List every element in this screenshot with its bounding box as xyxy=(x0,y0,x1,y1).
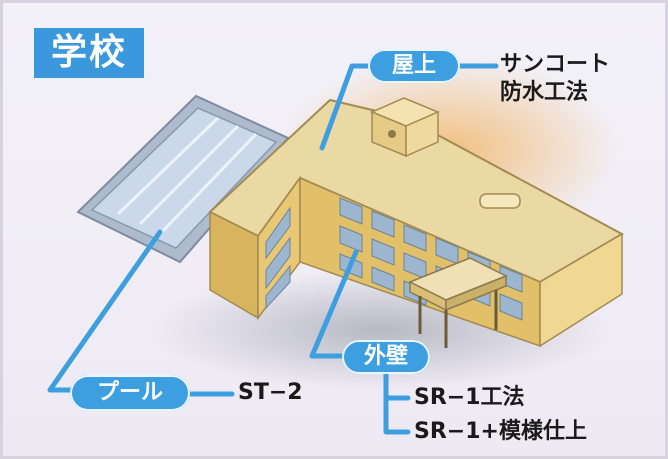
pool-leader-line xyxy=(47,229,163,393)
wall-leader-line xyxy=(309,249,359,359)
roof-label: 屋上 xyxy=(368,49,460,83)
pool-label: プール xyxy=(70,375,190,411)
roof-spec-line-1: サンコート xyxy=(500,52,611,77)
pool xyxy=(76,94,290,264)
wall-spec-line-1: SR−1工法 xyxy=(414,385,525,410)
wall-spec-bracket xyxy=(383,367,411,435)
school-building xyxy=(208,97,625,348)
roof-spec-line-2: 防水工法 xyxy=(500,80,589,105)
pool-spec-line-1: ST−2 xyxy=(238,380,303,405)
wall-label: 外壁 xyxy=(342,340,430,374)
page-title: 学校 xyxy=(34,28,144,78)
wall-spec-line-2: SR−1+模様仕上 xyxy=(414,419,587,444)
